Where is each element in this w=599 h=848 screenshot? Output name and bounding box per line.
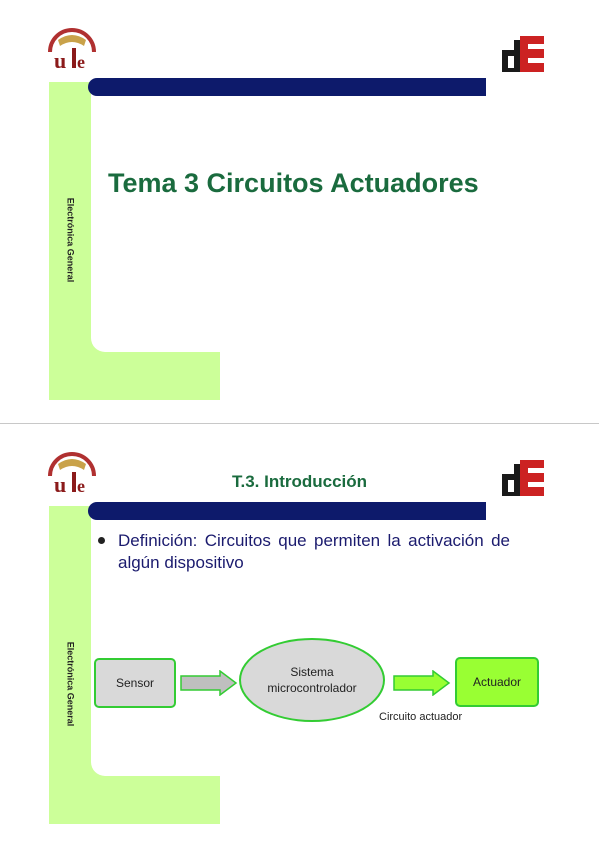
system-label-line2: microcontrolador [267, 681, 357, 695]
arrow-right-icon [393, 670, 451, 696]
system-label-line1: Sistema [290, 665, 334, 679]
svg-text:u: u [54, 48, 66, 73]
band-corner [91, 762, 115, 776]
circuit-caption: Circuito actuador [379, 711, 463, 723]
bullet-text: Definición: Circuitos que permiten la ac… [118, 531, 510, 572]
actuator-box: Actuador [455, 657, 539, 707]
green-side-band [49, 506, 91, 824]
de-logo-icon [502, 460, 544, 496]
page-divider [0, 423, 599, 424]
side-label-text: Electrónica General [65, 197, 76, 283]
svg-text:e: e [77, 52, 85, 72]
actuator-label: Actuador [472, 675, 522, 689]
university-seal-icon: u e [48, 28, 96, 73]
bullet-dot-icon [98, 537, 105, 544]
slide-title: Tema 3 Circuitos Actuadores [108, 168, 479, 198]
green-footer-band [49, 776, 220, 824]
side-label: Electrónica General [60, 160, 80, 320]
svg-text:e: e [77, 476, 85, 496]
slide-1: u e Electrónica General Tema 3 Circuitos… [48, 28, 544, 400]
de-logo-icon [502, 36, 544, 72]
band-corner [91, 338, 115, 352]
header-bar [88, 78, 486, 96]
microcontroller-ellipse: Sistema microcontrolador [239, 638, 385, 722]
side-label: Electrónica General [60, 604, 80, 764]
green-side-band [49, 82, 91, 400]
header-bar [88, 502, 486, 520]
slide-title: T.3. Introducción [231, 472, 368, 491]
university-seal-icon: u e [48, 452, 96, 497]
side-label-text: Electrónica General [65, 641, 76, 727]
arrow-right-icon [180, 670, 238, 696]
bullet-point: Definición: Circuitos que permiten la ac… [98, 530, 510, 574]
sensor-label: Sensor [115, 676, 155, 690]
sensor-box: Sensor [94, 658, 176, 708]
svg-text:u: u [54, 472, 66, 497]
slide-2: u e T.3. Introducción Electrónica Genera… [0, 424, 599, 848]
green-footer-band [49, 352, 220, 400]
